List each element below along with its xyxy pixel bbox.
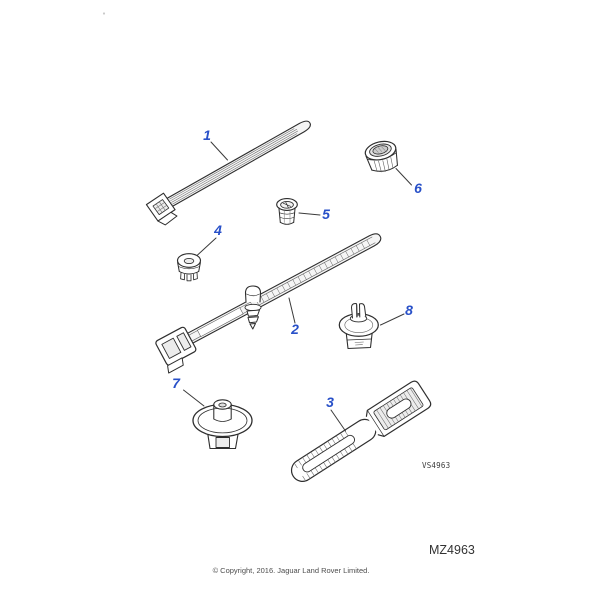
part-1-cable-tie: [145, 120, 311, 226]
leader-lines: [183, 141, 412, 432]
callout-2[interactable]: 2: [291, 321, 299, 337]
part-3-rubber-strap: [290, 380, 432, 482]
leader-line-4: [196, 237, 217, 256]
leader-line-7: [183, 389, 205, 407]
callout-3[interactable]: 3: [326, 394, 334, 410]
drawing-code: VS4963: [422, 461, 451, 470]
callout-7[interactable]: 7: [172, 375, 180, 391]
callout-6[interactable]: 6: [414, 180, 422, 196]
callout-8[interactable]: 8: [405, 302, 413, 318]
leader-line-6: [395, 168, 412, 186]
callout-1[interactable]: 1: [203, 127, 211, 143]
scan-artifact: [102, 12, 106, 15]
figure-code: MZ4963: [429, 543, 475, 557]
leader-line-8: [380, 313, 405, 326]
part-5-rivet: [276, 198, 298, 225]
leader-line-2: [288, 297, 296, 324]
part-2-fir-tree-mount: [244, 285, 262, 330]
callout-4[interactable]: 4: [214, 222, 222, 238]
leader-line-1: [210, 141, 228, 161]
part-2-adjustable-tie-strap: [155, 233, 382, 374]
copyright-notice: © Copyright, 2016. Jaguar Land Rover Lim…: [212, 566, 370, 575]
leader-line-5: [298, 212, 321, 216]
part-8-fir-tree-clip: [338, 303, 379, 350]
part-6-oval-grommet: [364, 140, 398, 173]
leader-line-3: [330, 409, 346, 432]
part-4-push-in-grommet: [176, 253, 202, 282]
part-7-disc-retainer: [192, 399, 253, 450]
callout-5[interactable]: 5: [322, 206, 330, 222]
